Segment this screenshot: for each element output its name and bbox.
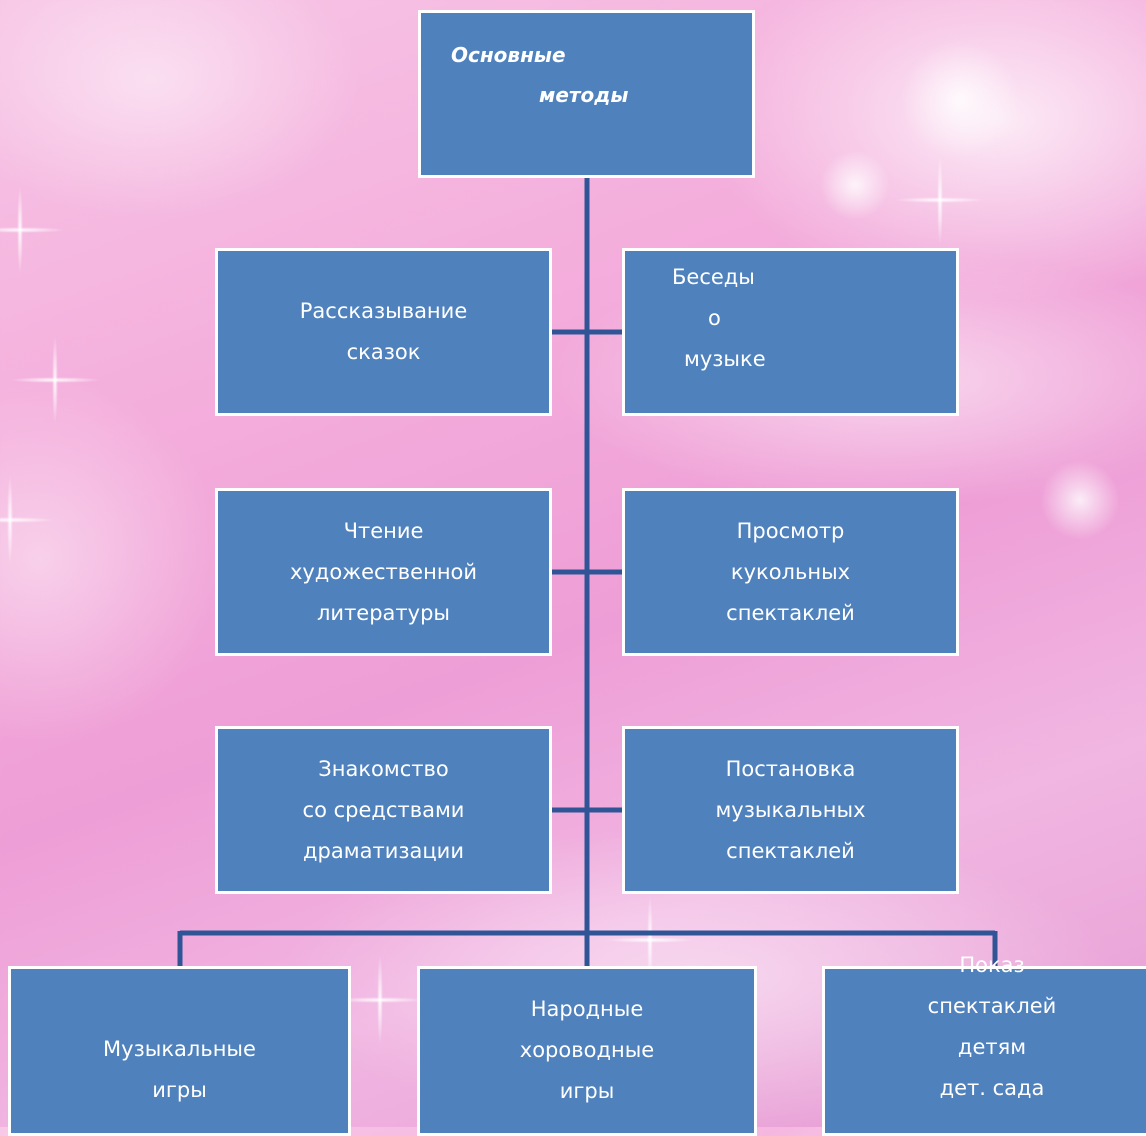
root-node-line-1: Основные <box>451 43 566 67</box>
node-text-line: художественной <box>289 559 478 584</box>
node-text-line: сказок <box>346 340 421 364</box>
node-text-line: Знакомство <box>318 756 449 781</box>
node-text-line: спектаклей <box>726 600 855 625</box>
node-text-line: Музыкальные <box>103 1037 256 1061</box>
node-text-line: Чтение <box>343 518 424 543</box>
node-text-line: Просмотр <box>736 518 845 543</box>
node-text-line: спектаклей <box>927 994 1057 1018</box>
node-text-line: дет. сада <box>939 1076 1045 1100</box>
method-node-music-talks: Беседы о музыке <box>622 248 959 416</box>
node-text-line: драматизации <box>303 838 464 863</box>
method-node-puppet-shows: Просмотр кукольных спектаклей <box>622 488 959 656</box>
root-node-line-2: методы <box>539 83 629 107</box>
method-node-reading: Чтение художественной литературы <box>215 488 552 656</box>
node-text-line: Рассказывание <box>299 299 468 323</box>
root-node: Основные методы <box>418 10 755 178</box>
node-text-line: литературы <box>317 600 450 625</box>
node-text-line: Постановка <box>725 756 856 781</box>
node-text-line: Показ <box>959 953 1025 977</box>
method-node-storytelling: Рассказывание сказок <box>215 248 552 416</box>
node-text-line: детям <box>957 1035 1027 1059</box>
method-node-dramatization: Знакомство со средствами драматизации <box>215 726 552 894</box>
node-text-line: Беседы <box>672 265 755 289</box>
node-text-line: кукольных <box>730 559 851 584</box>
node-text-line: музыке <box>684 347 766 371</box>
node-text-line: музыкальных <box>715 797 866 822</box>
node-text-line: хороводные <box>519 1038 655 1062</box>
node-text-line: Народные <box>530 997 644 1021</box>
node-text-line: со средствами <box>302 797 465 822</box>
method-node-music-games: Музыкальные игры <box>8 966 351 1136</box>
node-text-line: игры <box>559 1079 615 1103</box>
method-node-shows-for-children: Показ спектаклей детям дет. сада <box>822 953 1146 1136</box>
node-text-line: игры <box>152 1078 207 1102</box>
method-node-musical-staging: Постановка музыкальных спектаклей <box>622 726 959 894</box>
node-text-line: о <box>708 306 721 330</box>
method-node-round-dance-games: Народные хороводные игры <box>417 966 757 1136</box>
node-text-line: спектаклей <box>726 838 855 863</box>
